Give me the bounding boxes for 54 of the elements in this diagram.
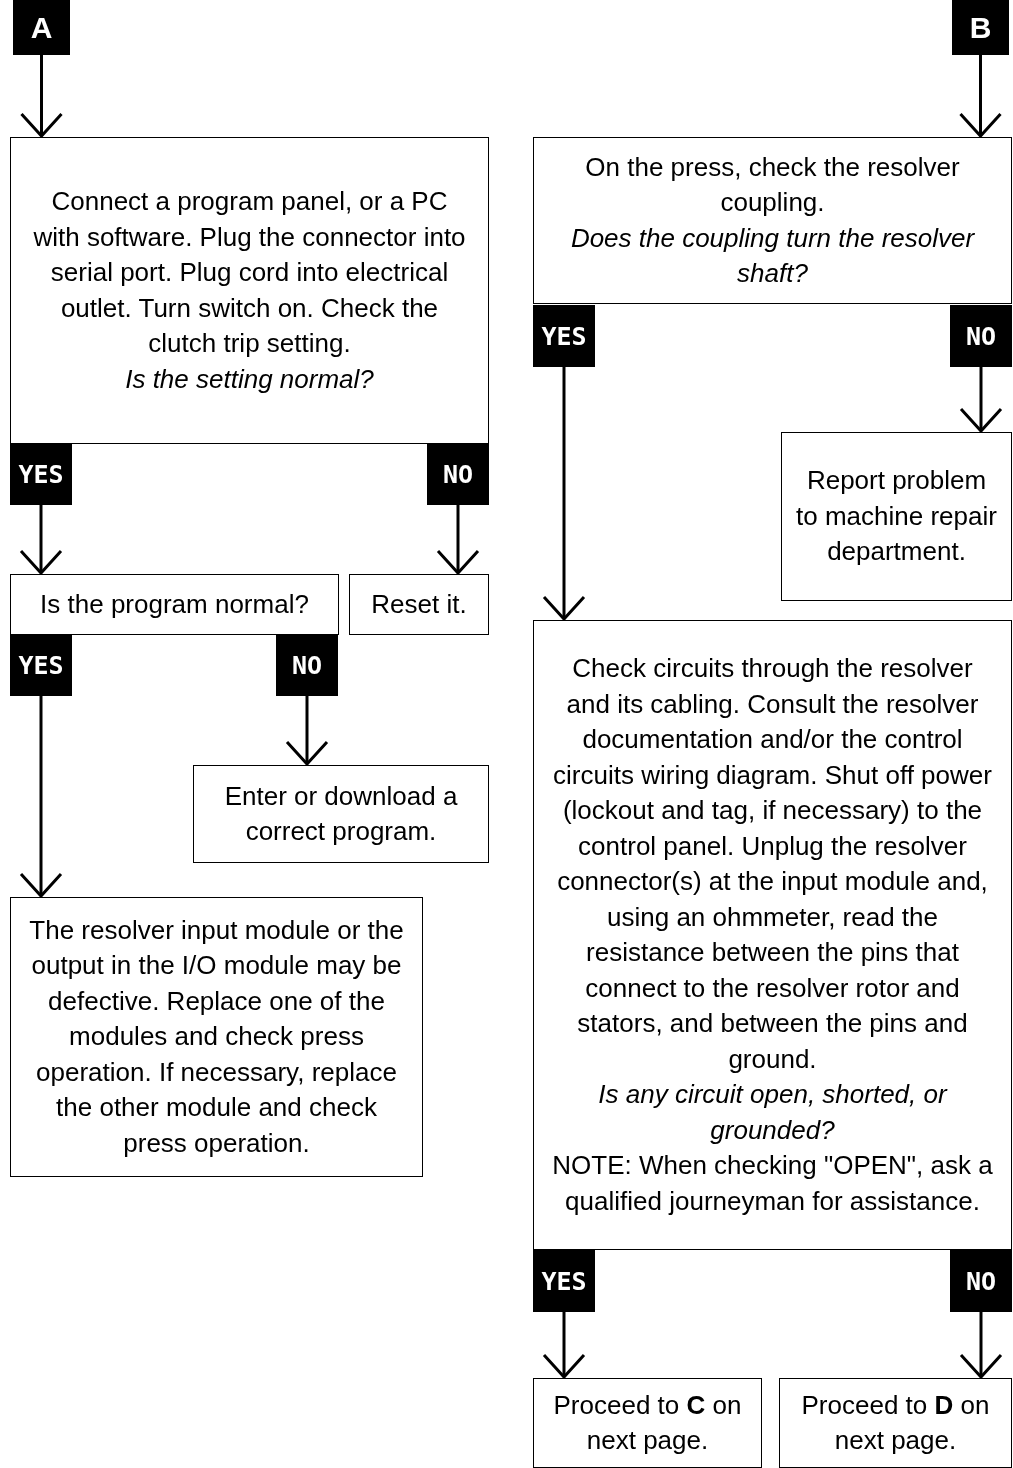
process-box — [533, 137, 1012, 304]
process-box — [10, 137, 489, 444]
step-text: Enter or download a correct program. — [223, 779, 459, 848]
connector-tag — [952, 0, 1009, 55]
question-text: Is the setting normal? — [125, 362, 374, 396]
step-text: The resolver input module or the output in the I/O module may be defective. Replace one of the modules and check press operation. If necessary, replace the other module and check press operation. — [28, 913, 405, 1160]
arrow — [959, 367, 1003, 433]
question-text: Is any circuit open, shorted, or grounded? — [597, 1078, 949, 1147]
answer-tag — [427, 444, 489, 505]
tag-label: YES — [541, 1266, 587, 1296]
step-text: Proceed to C on next page. — [552, 1388, 743, 1457]
arrow — [959, 1312, 1003, 1379]
answer-tag — [10, 635, 72, 696]
tag-label: YES — [18, 460, 64, 489]
answer-tag — [950, 1250, 1012, 1312]
arrow — [436, 505, 480, 575]
process-box — [779, 1378, 1012, 1468]
arrow — [19, 505, 63, 575]
tag-label: NO — [965, 1266, 997, 1296]
process-box — [781, 432, 1012, 601]
tag-label: A — [30, 10, 53, 45]
answer-tag — [950, 305, 1012, 367]
answer-tag — [533, 1250, 595, 1312]
arrow — [19, 696, 63, 898]
step-text: Check circuits through the resolver and its cabling. Consult the resolver documentation and/or the control circuits wiring diagram. Shut off power (lockout and tag, if necessary) to the control panel. Unplug the resolver connector(s) at the input module and, using an ohmmeter, read the resistance between the pins that connect to the resolver rotor and stators, and between the pins and ground. — [552, 652, 993, 1076]
arrow — [959, 55, 1002, 138]
process-box — [533, 1378, 762, 1468]
tag-label: NO — [965, 321, 997, 351]
step-text: Reset it. — [371, 587, 467, 621]
process-box — [533, 620, 1012, 1250]
answer-tag — [533, 305, 595, 367]
arrow — [542, 367, 586, 621]
step-text: On the press, check the resolver coupling. — [584, 150, 961, 219]
process-box — [349, 574, 489, 635]
answer-tag — [10, 444, 72, 505]
step-text: Is the program normal? — [40, 587, 309, 621]
tag-label: YES — [541, 321, 587, 351]
tag-label: YES — [18, 651, 64, 680]
tag-label: B — [969, 10, 992, 45]
process-box — [10, 574, 339, 635]
tag-label: NO — [442, 460, 474, 489]
process-box — [10, 897, 423, 1177]
tag-label: NO — [291, 651, 323, 680]
arrow — [20, 55, 63, 138]
step-text: Proceed to D on next page. — [800, 1388, 991, 1457]
step-text: Connect a program panel, or a PC with software. Plug the connector into serial port. Plug cord into electrical outlet. Turn switch on. Check the clutch trip setting. — [32, 185, 467, 360]
connector-tag — [13, 0, 70, 55]
step-text: NOTE: When checking "OPEN", ask a qualified journeyman for assistance. — [551, 1149, 994, 1218]
arrow — [542, 1312, 586, 1379]
process-box — [193, 765, 489, 863]
step-text: Report problem to machine repair department. — [796, 464, 997, 569]
answer-tag — [276, 635, 338, 696]
question-text: Does the coupling turn the resolver shaft? — [569, 221, 976, 290]
arrow — [285, 696, 329, 766]
